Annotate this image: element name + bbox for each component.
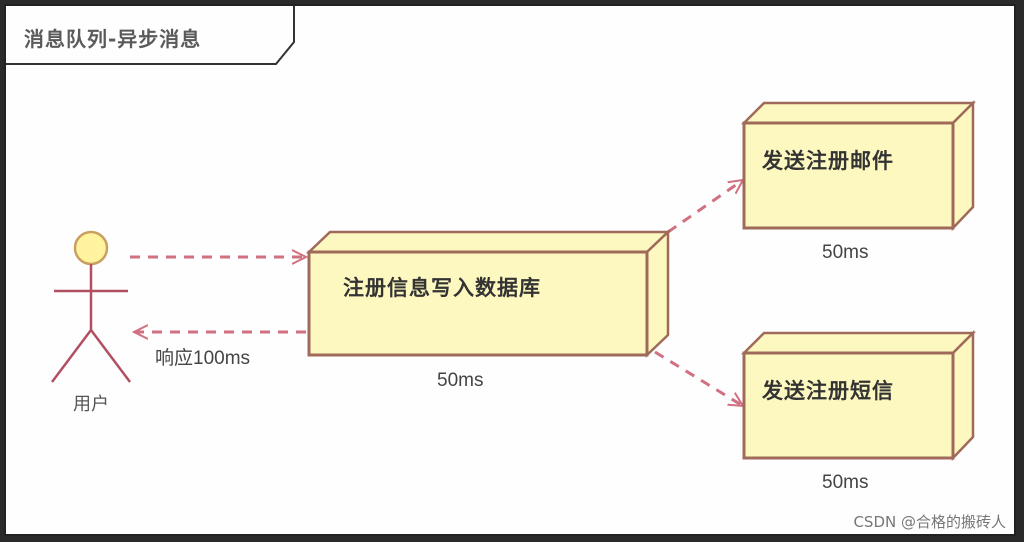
diagram-title: 消息队列-异步消息 xyxy=(24,27,202,51)
email-arrow xyxy=(667,180,743,234)
node-email-time: 50ms xyxy=(822,242,869,263)
user-actor-icon xyxy=(51,230,131,383)
node-email-box xyxy=(740,99,977,232)
response-label: 响应100ms xyxy=(155,348,251,369)
title-tab xyxy=(6,6,295,65)
node-sms-time: 50ms xyxy=(822,472,869,493)
watermark: CSDN @合格的搬砖人 xyxy=(853,513,1006,531)
node-db-label: 注册信息写入数据库 xyxy=(343,275,541,300)
actor-label: 用户 xyxy=(73,394,109,415)
node-db-box xyxy=(305,229,672,358)
node-sms-box xyxy=(740,329,977,462)
sms-arrow xyxy=(654,350,743,408)
node-db-time: 50ms xyxy=(437,370,484,391)
node-email-label: 发送注册邮件 xyxy=(762,148,894,173)
node-sms-label: 发送注册短信 xyxy=(762,378,894,403)
